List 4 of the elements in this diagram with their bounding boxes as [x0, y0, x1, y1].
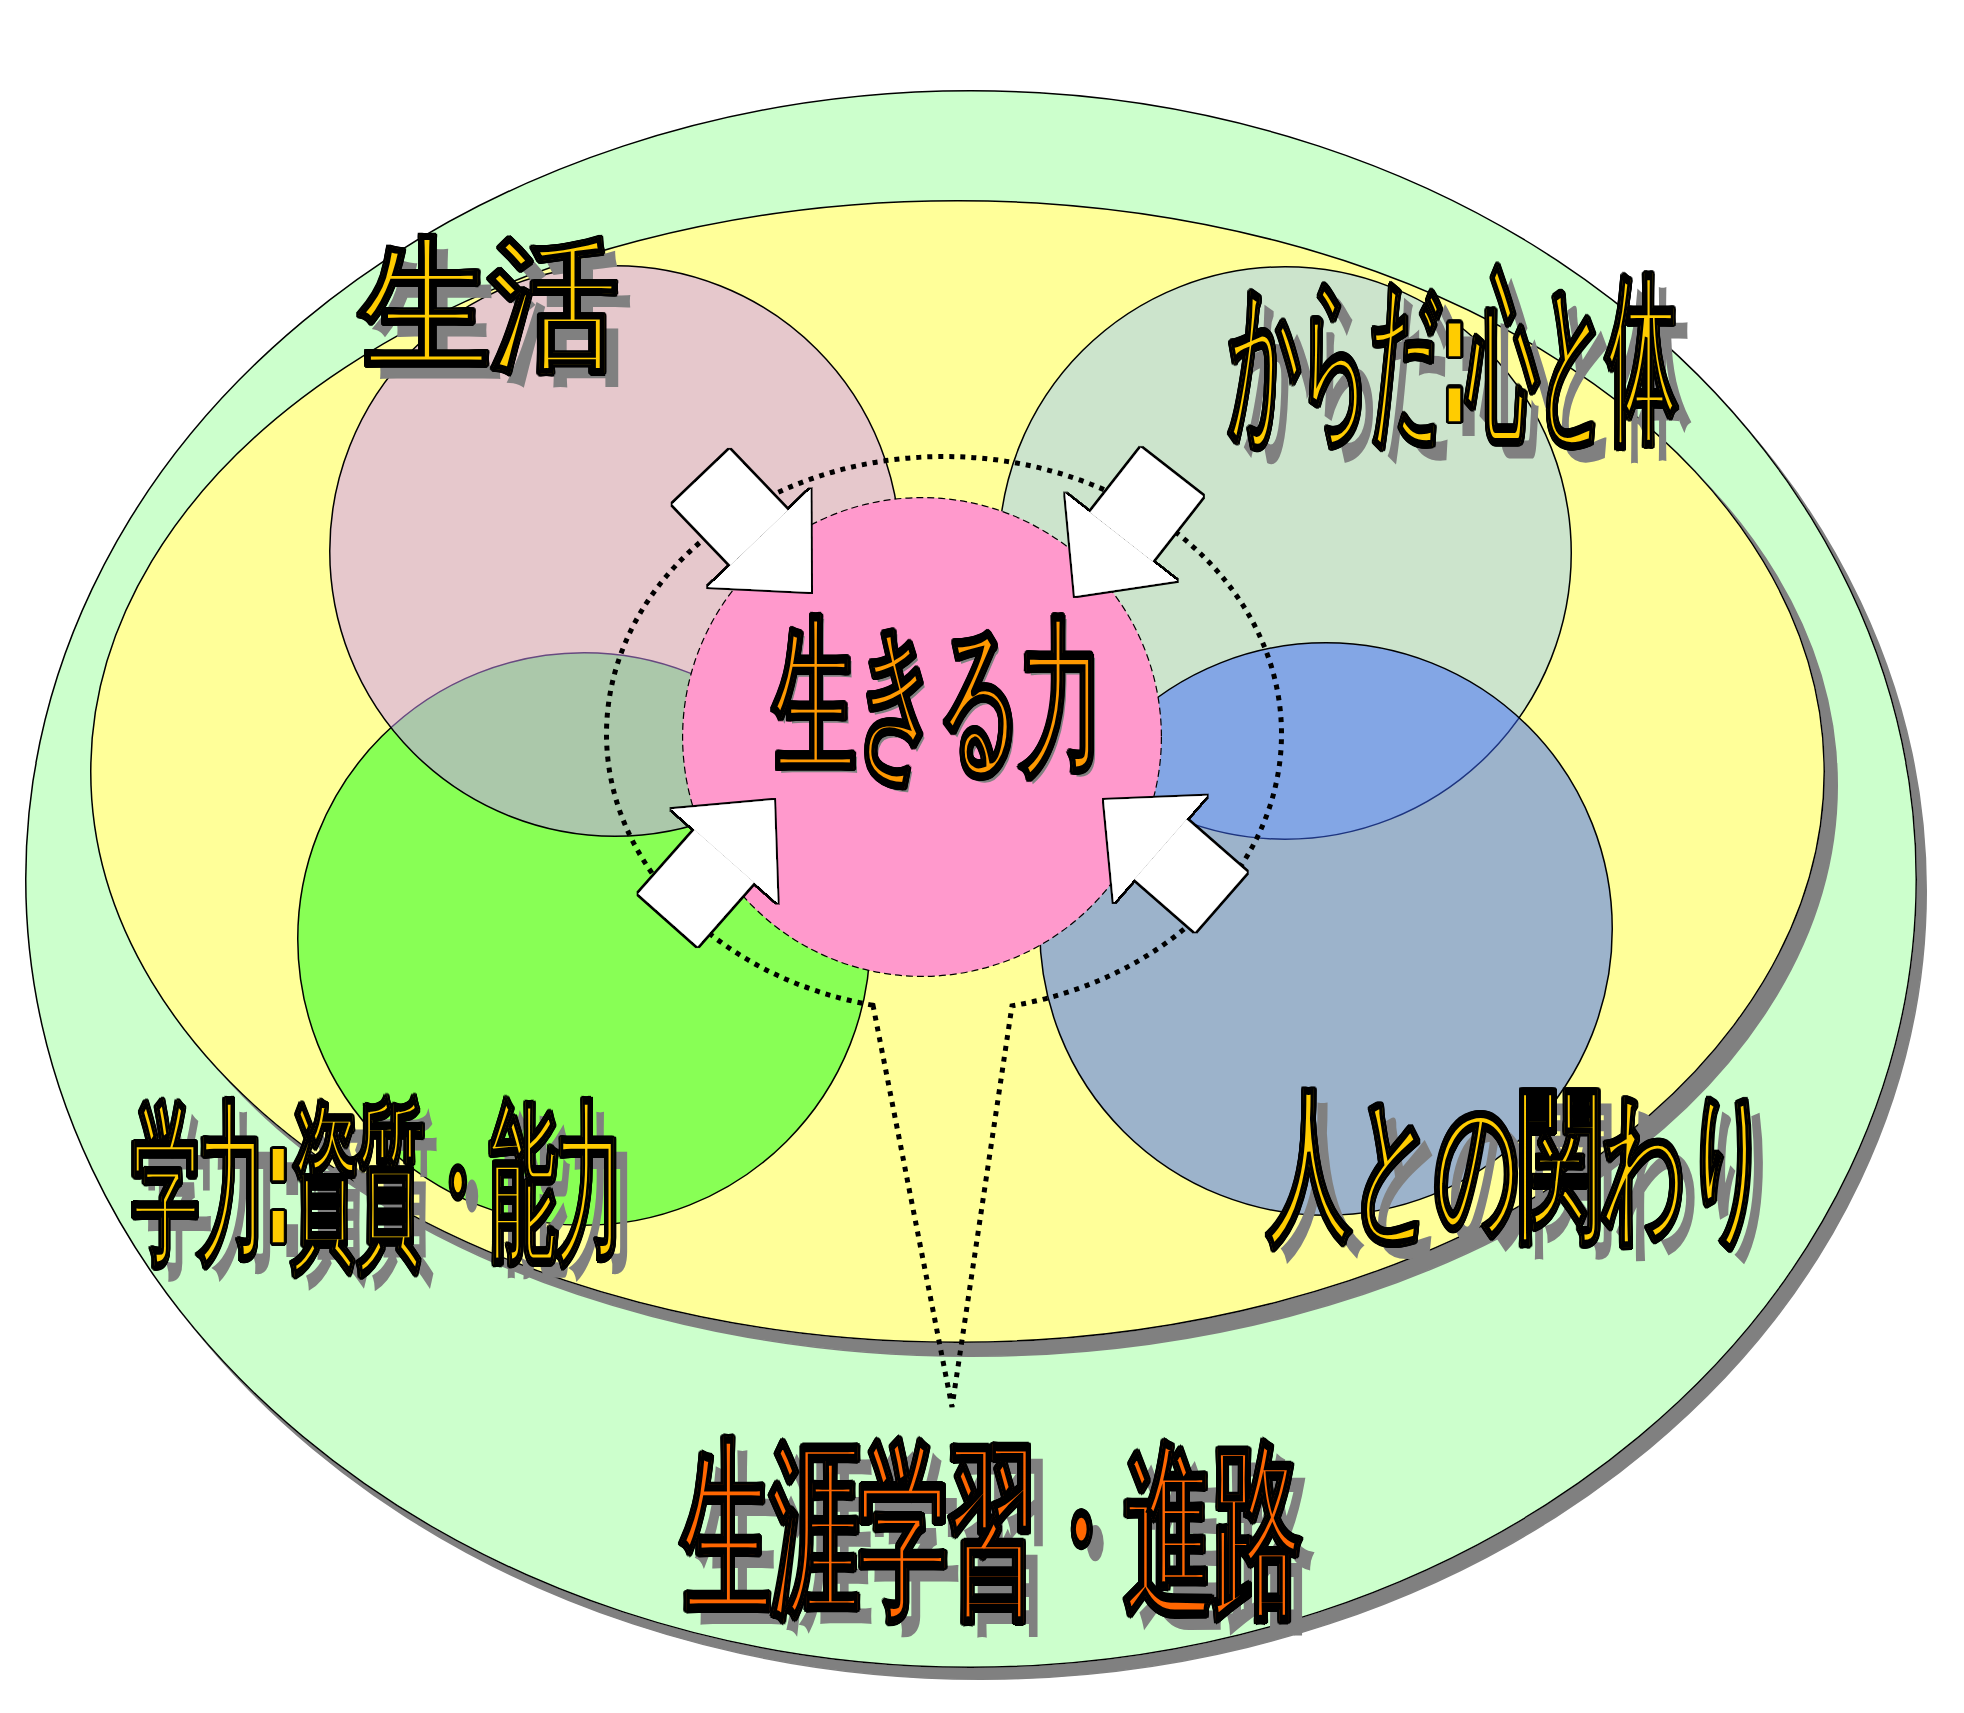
- inner-ellipse: [90, 200, 1825, 1343]
- center-circle: [682, 497, 1162, 977]
- outer-ellipse: [25, 90, 1917, 1668]
- center-label: 生きる力: [771, 603, 1103, 799]
